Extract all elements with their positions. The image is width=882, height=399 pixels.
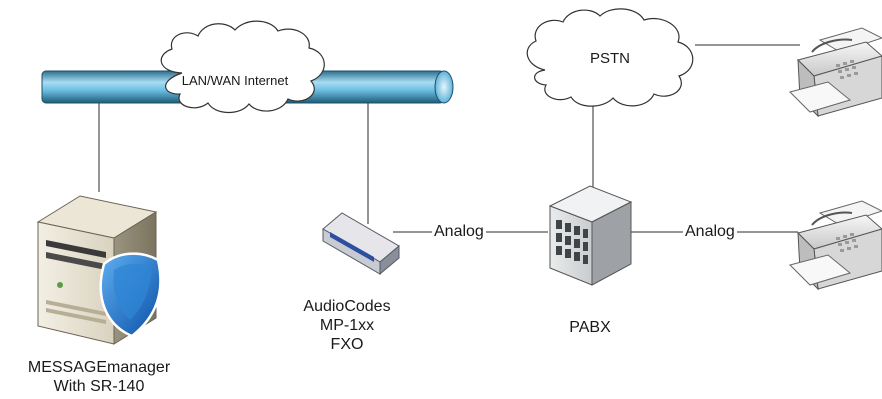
shield-icon (99, 252, 162, 338)
lan-wan-cloud-label: LAN/WAN Internet (181, 73, 289, 88)
pstn-cloud-label: PSTN (589, 50, 630, 67)
fax-machine-icon (789, 200, 882, 291)
pabx-label: PABX (569, 319, 611, 336)
server-label-line: With SR-140 (53, 378, 145, 396)
gateway-label-line: MP-1xx (319, 317, 375, 335)
server-label: MESSAGEmanager With SR-140 (4, 358, 194, 396)
gateway-label: AudioCodes MP-1xx FXO (292, 297, 402, 355)
pabx-icon (548, 185, 633, 286)
analog-link-label: Analog (432, 222, 486, 242)
pstn-cloud (526, 8, 694, 107)
gateway-label-line: AudioCodes (303, 298, 391, 315)
gateway-label-line: FXO (330, 336, 364, 354)
gateway-device-icon (322, 212, 400, 276)
server-label-line: MESSAGEmanager (27, 359, 171, 376)
lan-wan-cloud (160, 20, 325, 114)
fax-machine-icon (789, 27, 882, 118)
analog-link-label: Analog (683, 222, 737, 242)
